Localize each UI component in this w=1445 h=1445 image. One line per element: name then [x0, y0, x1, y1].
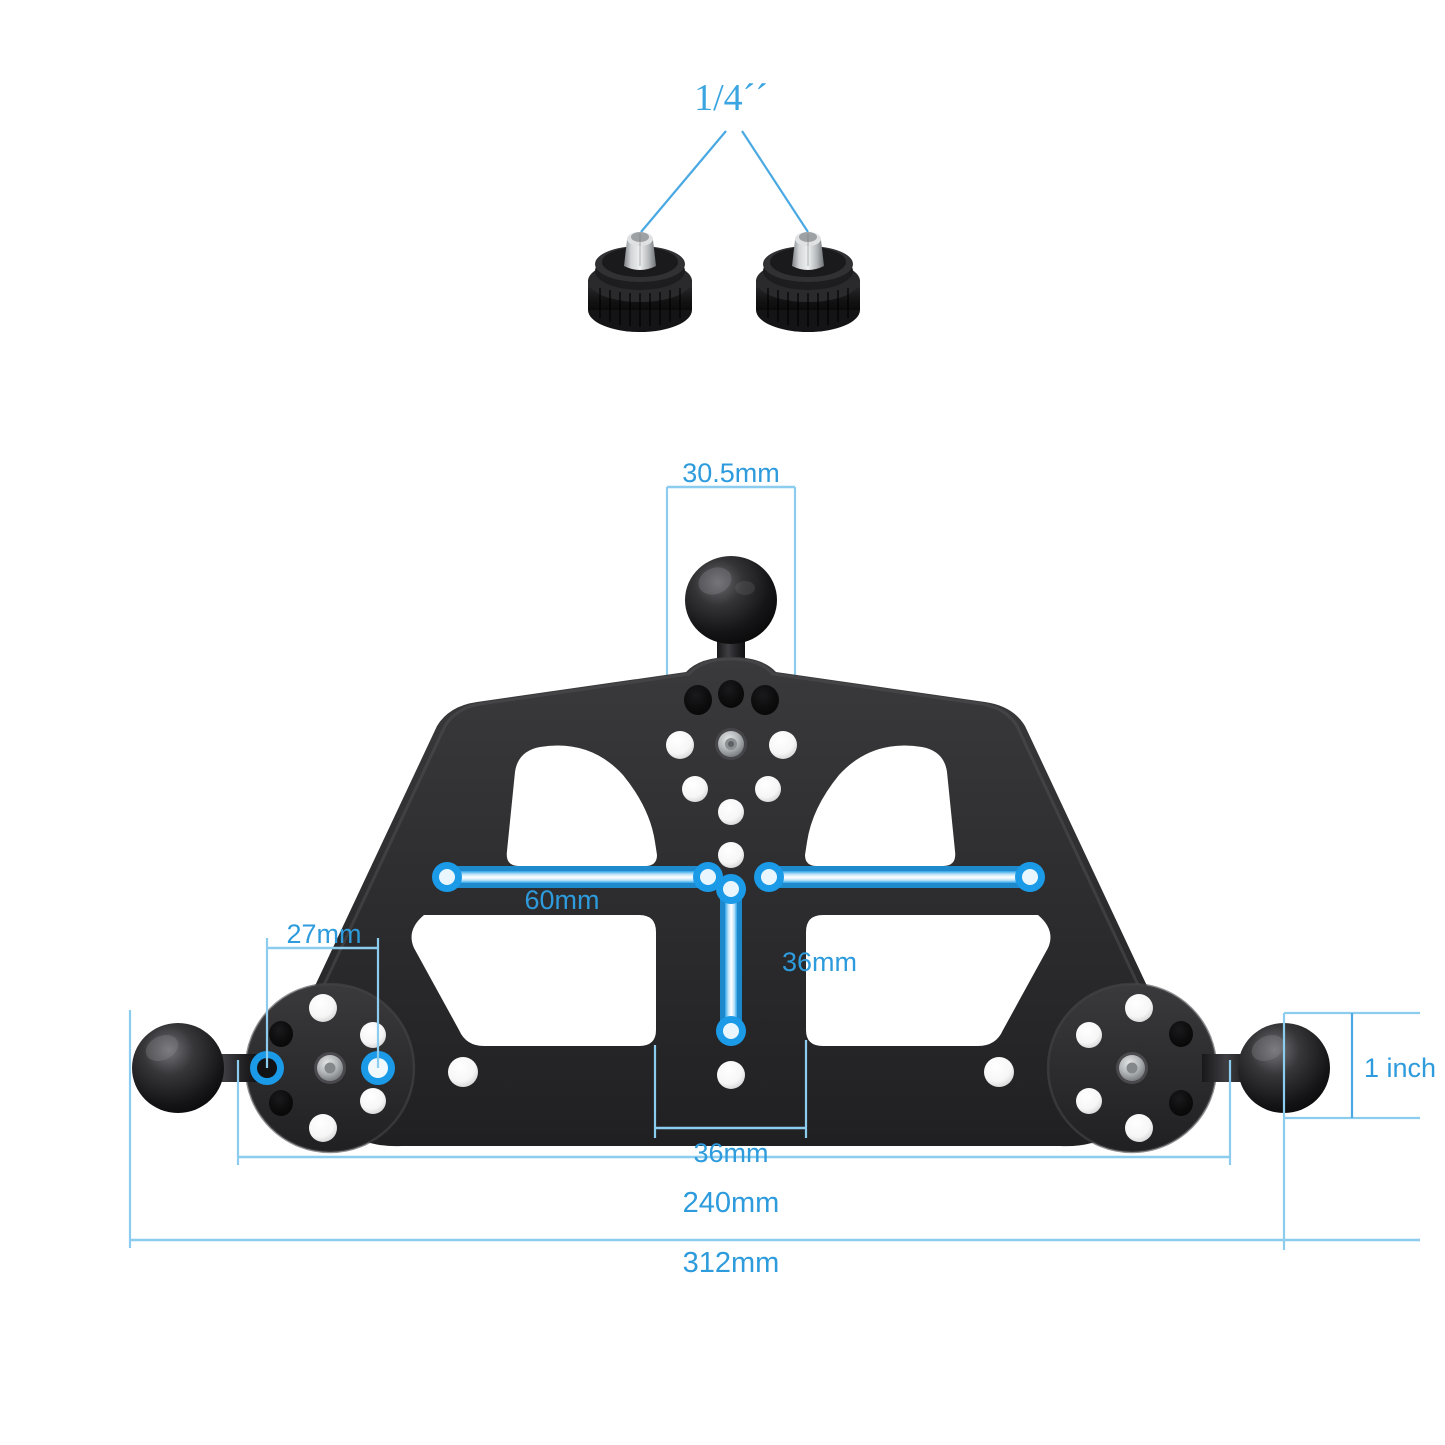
label-27mm: 27mm — [286, 919, 361, 949]
quarter-inch-screw-left — [588, 232, 692, 332]
dimension-lines — [128, 938, 1420, 1250]
dimension-labels: 1/4´´ 30.5mm 60mm 36mm 27mm 36mm 240mm 3… — [286, 77, 1436, 1279]
label-36mm-bottom: 36mm — [693, 1138, 768, 1168]
left-pad-holes — [269, 994, 386, 1142]
label-312mm: 312mm — [683, 1247, 780, 1279]
label-1inch: 1 inch — [1364, 1053, 1436, 1083]
screw-leader-lines — [640, 130, 809, 233]
quarter-inch-screws-group — [588, 130, 860, 332]
ball-right — [1202, 1023, 1330, 1113]
dimension-312mm — [128, 1010, 1420, 1248]
ball-top — [685, 556, 777, 670]
label-36mm-vertical: 36mm — [782, 947, 857, 977]
quarter-inch-screw-right — [756, 232, 860, 332]
ball-left — [132, 1023, 260, 1113]
label-thread-size: 1/4´´ — [694, 77, 768, 119]
right-pad-holes — [1076, 994, 1193, 1142]
dimension-240mm — [236, 1060, 1232, 1165]
label-240mm: 240mm — [683, 1187, 780, 1219]
arm-hole-left — [448, 1057, 478, 1087]
bar-60mm-left — [432, 862, 723, 892]
arm-hole-right — [984, 1057, 1014, 1087]
dimension-27mm — [265, 938, 380, 1068]
dimension-1inch — [1282, 1011, 1420, 1250]
triangular-mount-plate — [132, 556, 1330, 1154]
label-ball-diameter: 30.5mm — [682, 458, 780, 488]
bar-60mm-right — [754, 862, 1045, 892]
label-60mm: 60mm — [524, 885, 599, 915]
highlight-bars — [250, 862, 1045, 1085]
center-hole-cluster — [666, 680, 797, 1089]
dimension-36mm-bottom — [653, 1040, 808, 1138]
bar-36mm-vertical — [716, 874, 746, 1046]
